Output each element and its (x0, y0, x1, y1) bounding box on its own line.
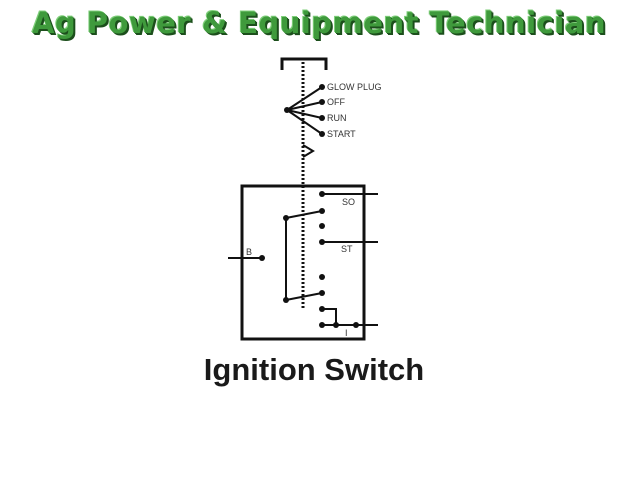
page-title: Ignition Switch (203, 352, 425, 387)
lower-contact-blade (285, 292, 323, 301)
label-glow-plug: GLOW PLUG (327, 82, 382, 92)
contact-mid-1 (319, 223, 325, 229)
label-start: START (327, 129, 356, 139)
label-st: ST (341, 244, 353, 254)
position-dot-start (319, 131, 325, 137)
position-dot-run (319, 115, 325, 121)
contact-lower (319, 290, 325, 296)
contact-mid-2 (319, 274, 325, 280)
position-dot-off (319, 99, 325, 105)
upper-contact-blade (285, 210, 323, 219)
label-so: SO (342, 197, 355, 207)
spring-return-zigzag (302, 144, 315, 158)
switch-housing (240, 184, 366, 341)
label-b: B (246, 247, 252, 257)
i-jumper (322, 308, 337, 325)
contact-upper (319, 208, 325, 214)
lever-pivot (284, 107, 290, 113)
label-run: RUN (327, 113, 347, 123)
label-i: I (345, 328, 348, 338)
terminal-b-dot (259, 255, 265, 261)
banner-title: Ag Power & Equipment Technician (32, 6, 606, 40)
key-bracket (280, 57, 328, 70)
position-dot-glow-plug (319, 84, 325, 90)
label-off: OFF (327, 97, 345, 107)
